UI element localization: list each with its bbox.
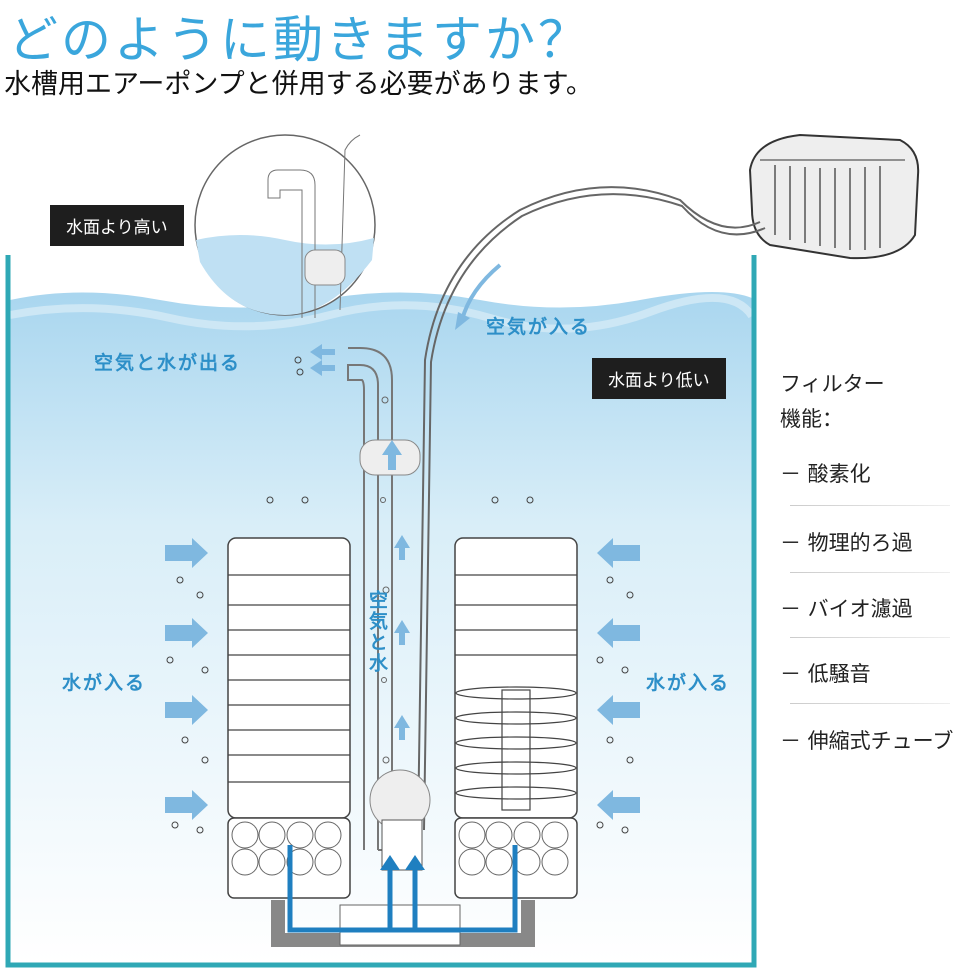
magnified-view bbox=[194, 134, 376, 318]
air-in-label: 空気が入る bbox=[486, 316, 592, 338]
feature-item: － 低騒音 bbox=[780, 662, 871, 686]
air-pump-icon bbox=[748, 133, 920, 260]
divider bbox=[790, 505, 950, 506]
features-heading-2: 機能： bbox=[780, 407, 843, 431]
air-tube bbox=[417, 186, 761, 831]
features-heading-1: フィルター bbox=[780, 372, 885, 396]
air-water-out-label: 空気と水が出る bbox=[94, 352, 242, 374]
divider bbox=[790, 572, 950, 573]
water-in-right-label: 水が入る bbox=[646, 672, 731, 694]
air-and-water-label: 空気と水 bbox=[366, 590, 388, 674]
water-in-left-label: 水が入る bbox=[62, 672, 147, 694]
tank-wall bbox=[5, 255, 757, 968]
divider bbox=[790, 703, 950, 704]
feature-item: － バイオ濾過 bbox=[780, 597, 913, 621]
feature-item: － 酸素化 bbox=[780, 462, 871, 486]
feature-item: － 物理的ろ過 bbox=[780, 531, 913, 555]
below-water-label: 水面より低い bbox=[592, 358, 726, 399]
page-title: どのように動きますか？ bbox=[8, 11, 591, 69]
divider bbox=[790, 637, 950, 638]
page-subtitle: 水槽用エアーポンプと併用する必要があります。 bbox=[4, 69, 593, 100]
feature-item: － 伸縮式チューブ bbox=[780, 729, 954, 753]
lift-tube bbox=[347, 364, 379, 850]
above-water-label: 水面より高い bbox=[50, 205, 184, 246]
